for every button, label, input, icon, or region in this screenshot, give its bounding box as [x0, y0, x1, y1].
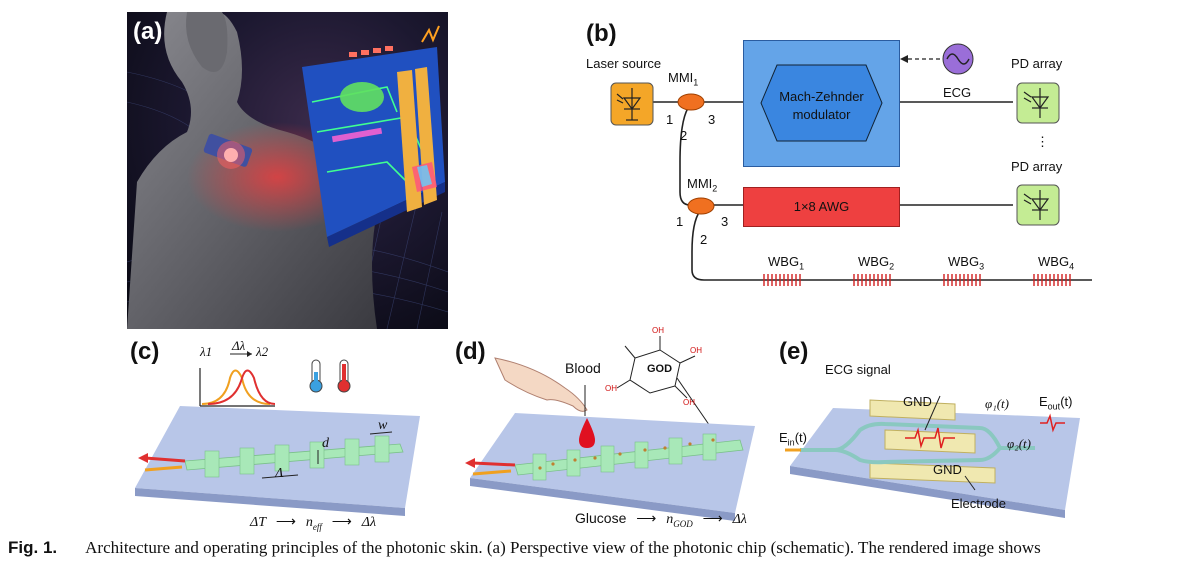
lambda1: λ1 [200, 344, 213, 359]
gnd-bottom-label: GND [933, 462, 962, 477]
wbg-2-label: WBG2 [858, 254, 895, 272]
pd-array-bottom-icon [1016, 184, 1060, 226]
awg-box: 1×8 AWG [743, 187, 900, 227]
panel-c-equation: ΔT ⟶ neff ⟶ Δλ [250, 513, 377, 532]
panel-a-illustration [126, 12, 449, 330]
ein-label: Ein(t) [779, 430, 807, 448]
delta-lambda-inset: Δλ [232, 338, 246, 353]
mzm-label-line2: modulator [792, 107, 851, 122]
panel-d-equation: Glucose ⟶ nGOD ⟶ Δλ [575, 510, 747, 529]
period-label: Λ [275, 466, 284, 481]
mmi1-port3: 3 [708, 112, 716, 127]
laser-source-label: Laser source [586, 56, 662, 71]
mmi2-port3: 3 [721, 214, 729, 229]
panel-e: (e) ECG signal GND GND φ₁(t) φ₂(t) Ein(t… [775, 338, 1105, 533]
oh-label-left: OH [605, 384, 617, 393]
width-label: w [378, 418, 388, 433]
mmi1-port1: 1 [666, 112, 674, 127]
mzm-hexagon [760, 64, 883, 142]
awg-label: 1×8 AWG [793, 199, 850, 214]
oh-label-top: OH [652, 326, 664, 335]
mmi2-label: MMI2 [687, 176, 718, 194]
pd-ellipsis: ⋮ [1036, 134, 1049, 149]
wbg-1-label: WBG1 [768, 254, 805, 272]
phi1-label: φ₁(t) [985, 396, 1009, 411]
oh-label-right: OH [690, 346, 702, 355]
mzm-label-line1: Mach-Zehnder [779, 89, 864, 104]
panel-c-illustration [135, 351, 420, 516]
mmi1-coupler [677, 93, 705, 111]
wbg-gratings [763, 274, 1071, 286]
caption-fig-label: Fig. 1. [8, 538, 58, 557]
mmi2-port2: 2 [700, 232, 708, 247]
mmi1-label: MMI1 [668, 70, 699, 88]
wbg-4-label: WBG4 [1038, 254, 1075, 272]
caption-text: Architecture and operating principles of… [85, 538, 1041, 557]
ecg-sine-source-icon [942, 43, 974, 75]
ecg-label: ECG [943, 85, 972, 100]
depth-label: d [322, 436, 329, 451]
pd-array-top-label: PD array [1011, 56, 1063, 71]
blood-label: Blood [565, 360, 601, 376]
god-label: GOD [647, 363, 673, 375]
phi2-label: φ₂(t) [1007, 436, 1031, 451]
panel-e-label: (e) [779, 338, 809, 365]
panel-d-illustration [465, 336, 755, 521]
panel-d: (d) Blood GOD [455, 318, 765, 533]
panel-b-label: (b) [586, 20, 617, 47]
mmi1-port2: 2 [680, 128, 688, 143]
panel-d-label: (d) [455, 338, 486, 365]
mmi2-coupler [687, 197, 715, 215]
laser-source-icon [610, 82, 654, 126]
panel-b: (b) Laser source [580, 12, 1100, 312]
pd-array-bottom-label: PD array [1011, 159, 1063, 174]
pd-array-top-icon [1016, 82, 1060, 124]
panel-a: (a) [126, 12, 449, 330]
block-diagram-lines [653, 55, 1092, 281]
oh-label-bottom: OH [683, 398, 695, 407]
ecg-signal-label: ECG signal [825, 362, 891, 377]
panel-e-illustration [785, 395, 1080, 518]
lambda2: λ2 [256, 344, 269, 359]
panel-a-label: (a) [133, 18, 163, 45]
electrode-label: Electrode [951, 496, 1006, 511]
gnd-top-label: GND [903, 394, 932, 409]
panel-c-label: (c) [130, 338, 160, 365]
eout-label: Eout(t) [1039, 394, 1073, 412]
mzm-box: Mach-Zehnder modulator [743, 40, 900, 167]
panel-c: (c) [130, 338, 430, 533]
figure-caption: Fig. 1. Architecture and operating princi… [8, 538, 1198, 558]
wbg-3-label: WBG3 [948, 254, 985, 272]
mmi2-port1: 1 [676, 214, 684, 229]
